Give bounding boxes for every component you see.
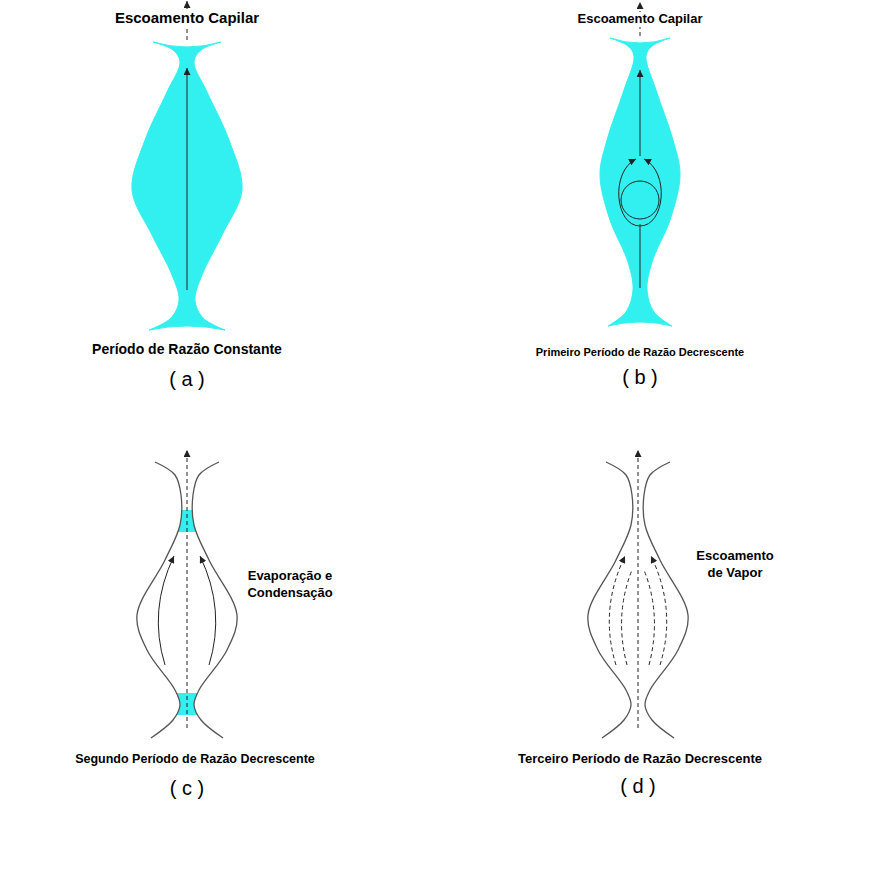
flow-label: Escoamento Capilar <box>576 12 705 27</box>
vapor-arrow <box>651 556 667 665</box>
process-label: Evaporação e Condensação <box>245 568 334 602</box>
flow-direction-arrow <box>638 450 639 728</box>
vapor-arrow <box>622 570 632 665</box>
vapor-arrow <box>158 556 174 665</box>
flow-direction-arrow <box>187 450 188 728</box>
vapor-arrow <box>200 556 216 665</box>
liquid-filled-pore <box>132 42 242 330</box>
recirculation-cell <box>621 181 659 219</box>
vapor-arrow <box>609 556 625 665</box>
pore-wall <box>192 462 237 738</box>
period-caption: Segundo Período de Razão Decrescente <box>73 752 317 766</box>
period-caption: Primeiro Período de Razão Decrescente <box>534 346 746 359</box>
panel-letter: ( a ) <box>167 368 207 391</box>
flow-arrow <box>640 70 641 156</box>
flow-label: Escoamento Capilar <box>113 9 261 26</box>
period-caption: Terceiro Período de Razão Decrescente <box>516 752 764 767</box>
panel-letter: ( c ) <box>168 777 206 800</box>
panel-letter: ( b ) <box>620 366 660 389</box>
period-caption: Período de Razão Constante <box>90 341 284 357</box>
liquid-filled-pore <box>600 38 680 326</box>
process-label: Escoamento de Vapor <box>694 548 775 582</box>
pore-wall <box>137 462 182 738</box>
flow-arrow <box>187 68 188 290</box>
flow-arrow <box>640 224 641 288</box>
pore-wall <box>643 462 688 738</box>
vapor-arrow <box>644 570 654 665</box>
pore-wall <box>588 462 633 738</box>
panel-letter: ( d ) <box>618 775 658 798</box>
